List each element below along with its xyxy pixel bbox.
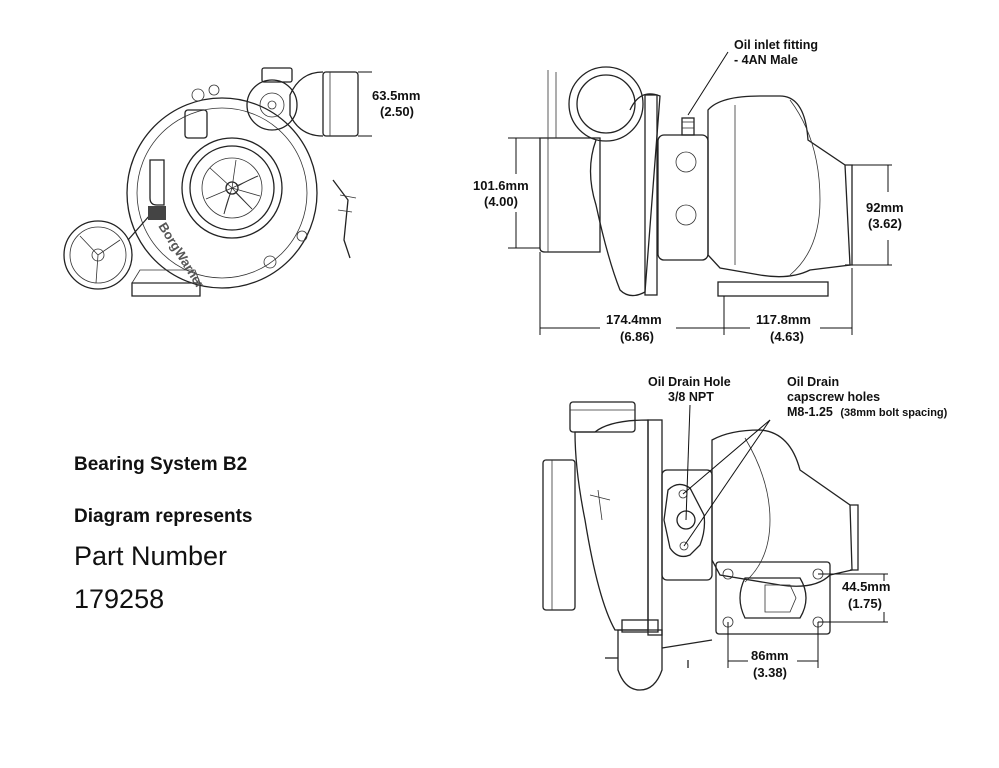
brand-logo-icon xyxy=(148,206,166,220)
comp-outlet-dim-mm: 101.6mm xyxy=(473,178,529,193)
length-right-dim-in: (4.63) xyxy=(770,329,804,344)
bearing-system-label: Bearing System B2 xyxy=(74,454,248,475)
capscrew-spec-line: M8-1.25 (38mm bolt spacing) xyxy=(787,405,948,419)
length-right-dim-mm: 117.8mm xyxy=(756,312,811,327)
inlet-dim-mm: 63.5mm xyxy=(372,88,420,103)
length-left-dim-mm: 174.4mm xyxy=(606,312,662,327)
part-number-label: Part Number xyxy=(74,541,228,571)
comp-outlet-dim-in: (4.00) xyxy=(484,194,518,209)
turbine-outlet-dim-in: (3.62) xyxy=(868,216,902,231)
oil-drain-hole-callout-line-1: Oil Drain Hole xyxy=(648,375,731,389)
oil-inlet-callout-line-1: Oil inlet fitting xyxy=(734,38,818,52)
front-view-drawing xyxy=(63,67,372,297)
diagram-represents-label: Diagram represents xyxy=(74,506,253,527)
oil-drain-hole-callout-line-2: 3/8 NPT xyxy=(668,390,714,404)
flange-height-dim-mm: 44.5mm xyxy=(842,579,890,594)
brand-logo-text: BorgWarner xyxy=(155,220,207,291)
capscrew-spec: M8-1.25 xyxy=(787,405,833,419)
oil-inlet-callout-line-2: - 4AN Male xyxy=(734,53,798,67)
length-left-dim-in: (6.86) xyxy=(620,329,654,344)
inlet-dim-in: (2.50) xyxy=(380,104,414,119)
bottom-view-drawing xyxy=(542,401,888,691)
capscrew-callout-line-1: Oil Drain xyxy=(787,375,839,389)
capscrew-spacing: (38mm bolt spacing) xyxy=(840,407,947,419)
flange-width-dim-mm: 86mm xyxy=(751,648,789,663)
part-number-value: 179258 xyxy=(74,584,165,614)
flange-height-dim-in: (1.75) xyxy=(848,596,882,611)
flange-width-dim-in: (3.38) xyxy=(753,665,787,680)
side-view-drawing xyxy=(508,51,892,335)
turbine-outlet-dim-mm: 92mm xyxy=(866,200,904,215)
capscrew-callout-line-2: capscrew holes xyxy=(787,390,880,404)
